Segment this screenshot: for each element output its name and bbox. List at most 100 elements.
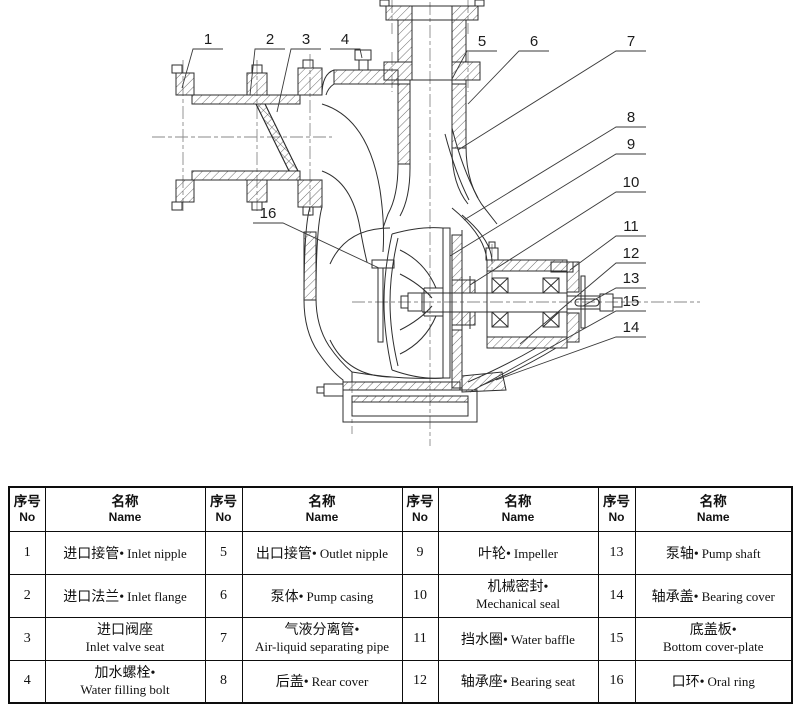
bearing-seat — [485, 241, 574, 349]
leader-line-4 — [330, 48, 363, 59]
part-number-15: 15 — [623, 293, 640, 310]
part-number-11: 11 — [623, 218, 639, 235]
centerlines — [152, 0, 700, 446]
leader-line-9 — [449, 153, 646, 257]
casing-top-plate — [321, 69, 399, 96]
part-name-cell-16: 口环•Oral ring — [634, 659, 793, 704]
water-filling-bolt — [354, 49, 372, 71]
part-number-3: 3 — [302, 31, 310, 48]
part-number-1: 1 — [204, 31, 212, 48]
ball-bearings — [491, 277, 560, 328]
part-number-13: 13 — [623, 270, 640, 287]
part-number-10: 10 — [623, 174, 640, 191]
leader-line-16 — [253, 222, 380, 269]
leader-line-13 — [582, 287, 646, 307]
inlet-flange — [246, 59, 323, 216]
leader-line-7 — [457, 50, 646, 151]
part-number-9: 9 — [627, 136, 635, 153]
leader-line-15 — [469, 310, 646, 393]
casing-elbow — [321, 103, 385, 263]
part-name-cell-7: 气液分离管•Air-liquid separating pipe — [241, 616, 403, 661]
part-no-cell-15: 15 — [597, 616, 636, 661]
part-number-8: 8 — [627, 109, 635, 126]
part-number-2: 2 — [266, 31, 274, 48]
leader-line-2 — [249, 48, 285, 96]
part-name-cell-2: 进口法兰•Inlet flange — [44, 573, 206, 618]
part-no-cell-4: 4 — [8, 659, 46, 704]
leader-line-12 — [519, 262, 646, 345]
part-number-6: 6 — [530, 33, 538, 50]
outlet-nipple — [379, 0, 485, 81]
part-name-cell-9: 叶轮•Impeller — [437, 530, 599, 575]
part-name-cell-14: 轴承盖•Bearing cover — [634, 573, 793, 618]
air-liquid-separating-pipe — [444, 127, 479, 201]
part-name-cell-12: 轴承座•Bearing seat — [437, 659, 599, 704]
part-name-cell-1: 进口接管•Inlet nipple — [44, 530, 206, 575]
part-name-cell-4: 加水螺栓•Water filling bolt — [44, 659, 206, 704]
support-bracket — [461, 347, 557, 393]
part-no-cell-9: 9 — [401, 530, 439, 575]
part-name-cell-13: 泵轴•Pump shaft — [634, 530, 793, 575]
part-no-cell-5: 5 — [204, 530, 243, 575]
impeller — [383, 227, 451, 379]
part-no-cell-11: 11 — [401, 616, 439, 661]
part-name-cell-15: 底盖板•Bottom cover-plate — [634, 616, 793, 661]
part-number-5: 5 — [478, 33, 486, 50]
part-number-4: 4 — [341, 31, 349, 48]
part-no-cell-16: 16 — [597, 659, 636, 704]
part-no-cell-8: 8 — [204, 659, 243, 704]
part-name-cell-10: 机械密封•Mechanical seal — [437, 573, 599, 618]
part-no-cell-1: 1 — [8, 530, 46, 575]
part-number-14: 14 — [623, 319, 640, 336]
leader-line-5 — [451, 50, 497, 80]
part-no-cell-14: 14 — [597, 573, 636, 618]
part-no-cell-7: 7 — [204, 616, 243, 661]
part-name-cell-5: 出口接管•Outlet nipple — [241, 530, 403, 575]
leader-line-3 — [276, 48, 321, 113]
inlet-valve-seat — [255, 103, 299, 172]
pump-casing-neck — [382, 80, 498, 229]
water-baffle — [580, 275, 586, 329]
leader-line-1 — [181, 48, 223, 89]
part-no-cell-3: 3 — [8, 616, 46, 661]
part-no-cell-6: 6 — [204, 573, 243, 618]
part-no-cell-10: 10 — [401, 573, 439, 618]
part-no-cell-2: 2 — [8, 573, 46, 618]
bottom-cover-plate — [316, 383, 478, 423]
leader-line-14 — [495, 336, 646, 381]
oral-ring — [371, 259, 395, 343]
rear-cover — [451, 207, 493, 389]
leader-line-6 — [467, 50, 549, 105]
leader-line-8 — [463, 126, 646, 221]
part-no-cell-13: 13 — [597, 530, 636, 575]
part-name-cell-11: 挡水圈•Water baffle — [437, 616, 599, 661]
mechanical-seal — [451, 276, 476, 329]
part-number-12: 12 — [623, 245, 640, 262]
part-number-7: 7 — [627, 33, 635, 50]
leader-line-11 — [569, 235, 646, 271]
part-name-cell-6: 泵体•Pump casing — [241, 573, 403, 618]
part-no-cell-12: 12 — [401, 659, 439, 704]
inlet-nipple — [171, 64, 301, 211]
part-name-cell-8: 后盖•Rear cover — [241, 659, 403, 704]
part-number-16: 16 — [260, 205, 277, 222]
leader-line-10 — [469, 191, 646, 286]
